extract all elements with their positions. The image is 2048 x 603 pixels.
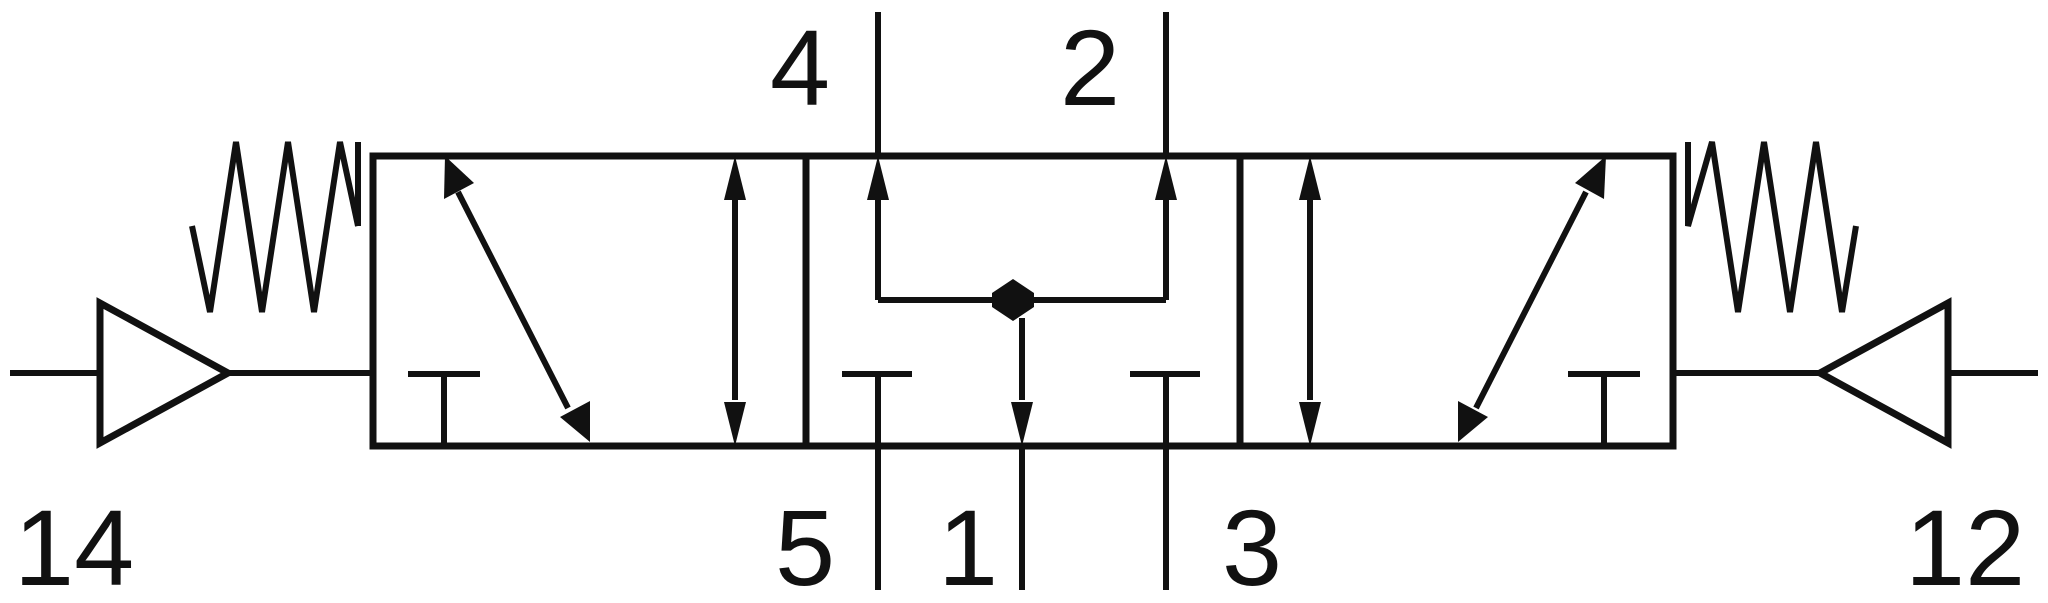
- left-diagonal-double-arrow: [444, 156, 590, 442]
- right-position-blocked-port: [1568, 371, 1640, 446]
- port-4-flow-arrow: [867, 12, 889, 300]
- port-3-label: 3: [1222, 487, 1282, 603]
- right-vertical-double-arrow: [1299, 156, 1321, 446]
- port-5-blocked: [842, 371, 912, 590]
- pilot-14-label: 14: [14, 487, 134, 603]
- pilot-12-label: 12: [1905, 487, 2025, 603]
- left-position: [408, 156, 746, 446]
- left-spring-icon: [189, 141, 361, 313]
- right-diagonal-double-arrow: [1458, 156, 1606, 442]
- port-4-label: 4: [770, 7, 830, 128]
- port-1-flow-arrow: [1011, 318, 1033, 590]
- right-pilot-triangle-icon: [1673, 297, 2038, 449]
- shuttle-junction-icon: [992, 279, 1034, 321]
- port-2-label: 2: [1060, 7, 1120, 128]
- port-1-label: 1: [938, 487, 998, 603]
- right-spring-icon: [1685, 141, 1859, 313]
- left-position-blocked-port: [408, 371, 480, 446]
- left-pilot-triangle-icon: [10, 297, 373, 449]
- port-5-label: 5: [775, 487, 835, 603]
- left-vertical-double-arrow: [724, 156, 746, 446]
- center-position: [842, 12, 1200, 590]
- right-position: [1299, 156, 1640, 446]
- port-3-blocked: [1130, 371, 1200, 590]
- port-2-flow-arrow: [1155, 12, 1177, 300]
